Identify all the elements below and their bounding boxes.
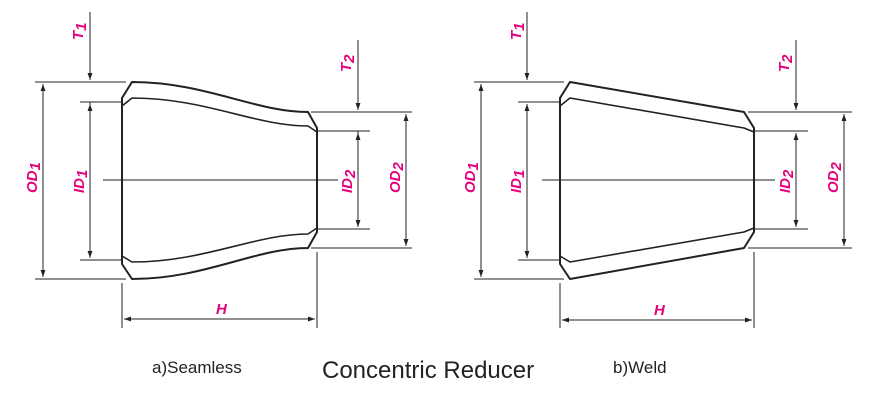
weld-body xyxy=(559,81,755,280)
seamless-t2-label: T2 xyxy=(338,54,358,72)
weld-extension-lines xyxy=(474,81,852,328)
weld-dimension-lines xyxy=(478,12,847,323)
diagram-title: Concentric Reducer xyxy=(322,357,535,384)
seamless-dimension-lines xyxy=(40,12,409,322)
weld-caption-letter: b) xyxy=(613,358,629,377)
weld-od1-label: OD1 xyxy=(462,162,482,193)
weld-t1-label: T1 xyxy=(508,22,528,40)
seamless-labels: T1 T2 OD1 ID1 ID2 OD2 H xyxy=(24,22,407,318)
seamless-od1-label: OD1 xyxy=(24,162,44,193)
weld-id1-label: ID1 xyxy=(508,170,528,193)
seamless-reducer: T1 T2 OD1 ID1 ID2 OD2 H xyxy=(24,12,412,328)
seamless-id2-label: ID2 xyxy=(339,169,359,193)
seamless-extension-lines xyxy=(35,81,412,328)
weld-caption: b)Weld xyxy=(613,358,667,378)
seamless-caption-text: Seamless xyxy=(167,358,242,377)
weld-caption-text: Weld xyxy=(628,358,667,377)
seamless-body xyxy=(121,81,318,280)
weld-h-label: H xyxy=(654,302,666,319)
weld-od2-label: OD2 xyxy=(825,162,845,194)
weld-labels: T1 T2 OD1 ID1 ID2 OD2 H xyxy=(462,22,845,319)
weld-reducer: T1 T2 OD1 ID1 ID2 OD2 H xyxy=(462,12,852,328)
seamless-h-label: H xyxy=(216,301,228,318)
seamless-id1-label: ID1 xyxy=(71,170,91,193)
seamless-caption-letter: a) xyxy=(152,358,168,377)
seamless-od2-label: OD2 xyxy=(387,162,407,194)
weld-id2-label: ID2 xyxy=(777,169,797,193)
seamless-t1-label: T1 xyxy=(70,22,90,40)
seamless-caption: a)Seamless xyxy=(152,358,242,378)
weld-t2-label: T2 xyxy=(776,54,796,72)
